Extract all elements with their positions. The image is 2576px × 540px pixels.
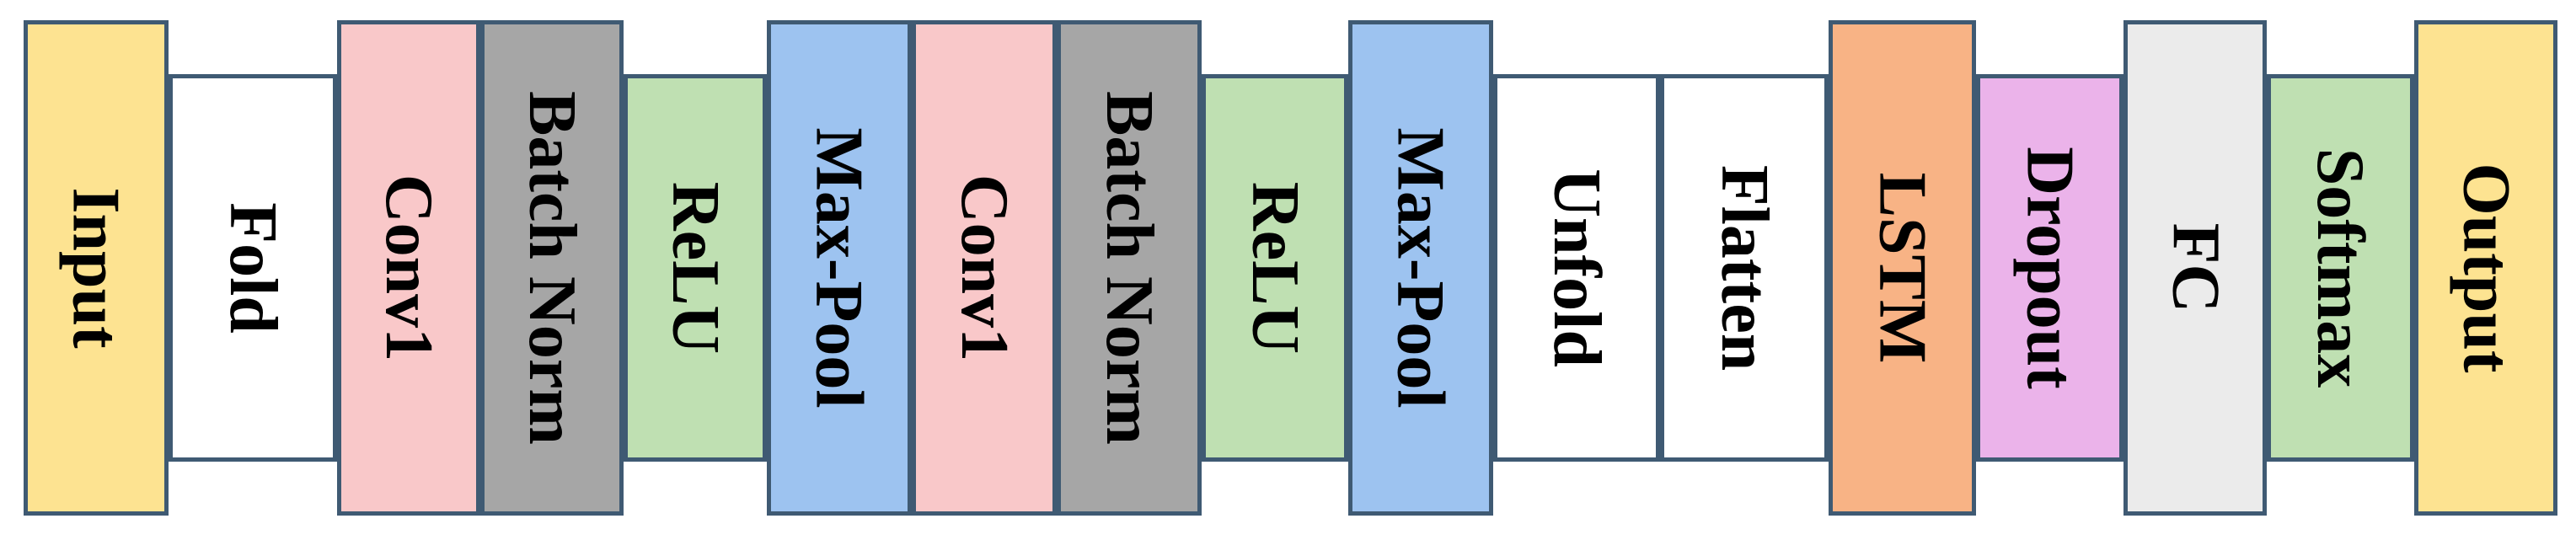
layer-block: ReLU — [624, 74, 767, 462]
layer-label: Unfold — [1540, 168, 1614, 367]
layer-label: LSTM — [1865, 172, 1940, 364]
layer-block: Batch Norm — [1057, 20, 1202, 516]
layer-block: ReLU — [1202, 74, 1348, 462]
layer-block: Dropout — [1976, 74, 2123, 462]
layer-label: ReLU — [658, 181, 733, 355]
layer-label: Output — [2449, 163, 2524, 373]
layer-block: Batch Norm — [480, 20, 624, 516]
layer-block: Max-Pool — [767, 20, 912, 516]
layer-block: Conv1 — [912, 20, 1057, 516]
layer-block: Max-Pool — [1348, 20, 1493, 516]
layer-block: Input — [24, 20, 169, 516]
layer-label: Conv1 — [372, 174, 447, 362]
layer-label: Dropout — [2012, 147, 2087, 389]
layer-label: Max-Pool — [802, 127, 876, 409]
layer-block: LSTM — [1829, 20, 1976, 516]
layer-label: Flatten — [1707, 164, 1781, 372]
layer-label: Batch Norm — [1092, 91, 1167, 445]
layer-label: ReLU — [1238, 181, 1313, 355]
layer-label: FC — [2157, 222, 2232, 313]
layer-label: Softmax — [2303, 147, 2378, 388]
layer-block: FC — [2123, 20, 2267, 516]
layer-block: Output — [2414, 20, 2557, 516]
layer-label: Max-Pool — [1384, 127, 1458, 409]
layer-block: Unfold — [1493, 74, 1660, 462]
layer-block: Conv1 — [337, 20, 480, 516]
layer-label: Input — [59, 187, 133, 349]
layer-label: Batch Norm — [515, 91, 590, 445]
layer-label: Fold — [216, 202, 290, 334]
layer-block: Flatten — [1660, 74, 1829, 462]
layer-block: Fold — [169, 74, 337, 462]
layer-label: Conv1 — [947, 174, 1022, 362]
layer-block: Softmax — [2267, 74, 2414, 462]
